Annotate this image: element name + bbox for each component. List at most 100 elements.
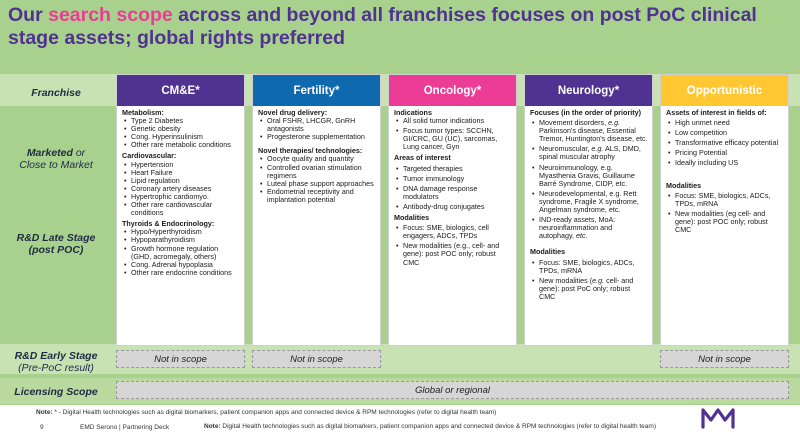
list-item: Low competition [666,129,784,138]
list-item: Neuroimmunology, e.g. Myasthenia Gravis,… [530,162,648,188]
item-text: cell- and gene): post PoC only; robust C… [539,275,634,301]
item-emphasis: e.g. [591,144,604,154]
early-line2: (Pre-PoC result) [18,362,94,374]
section-heading: Novel therapies/ technologies: [258,146,363,156]
item-list: Focus: SME, biologics, cell engagers, AD… [394,224,512,267]
section-heading: Modalities [666,180,702,190]
list-item: Targeted therapies [394,164,512,173]
column-body-neurology: Focuses (in the order of priority) Movem… [525,106,652,303]
item-emphasis: e.g. [608,118,621,128]
item-text: Focus: SME, biologics, ADCs, TPDs, mRNA [539,257,635,275]
slide-title: Our search scope across and beyond all f… [8,4,768,50]
item-text: Neuroimmunology, e.g. Myasthenia Gravis,… [539,162,635,188]
column-header-cme: CM&E* [117,75,244,106]
section-heading: Metabolism: [122,108,164,117]
list-item: New modalities (eg cell- and gene): post… [666,209,784,234]
item-emphasis: etc. [576,231,588,241]
item-list: Movement disorders, e.g. Parkinson's dis… [530,119,648,240]
column-fertility: Fertility* Novel drug delivery: Oral FSH… [252,74,381,346]
row-label-franchise: Franchise [31,87,81,99]
column-header-oncology: Oncology* [389,75,516,106]
list-item: Controlled ovarian stimulation regimens [258,163,376,180]
list-item: Oral FSHR, LHCGR, GnRH antagonists [258,116,376,133]
item-list: Focus: SME, biologics, ADCs, TPDs, mRNA … [530,257,648,301]
footer [0,405,800,437]
note-text: Digital Health technologies such as digi… [220,423,656,430]
list-item: New modalities (e.g. cell- and gene): po… [530,275,648,301]
marketed-sub: Close to Market [19,159,93,171]
section-heading: Assets of interest in fields of: [666,108,767,117]
item-list: Hypo/Hyperthyroidism Hypoparathyroidism … [122,228,240,277]
item-list: Type 2 Diabetes Genetic obesity Cong. Hy… [122,116,240,149]
list-item: Focus: SME, biologics, ADCs, TPDs, mRNA [530,257,648,275]
not-in-scope-cme: Not in scope [116,350,245,368]
column-opportunistic: Opportunistic Assets of interest in fiel… [660,74,789,346]
list-item: Other rare endocrine conditions [122,268,240,277]
not-in-scope-fertility: Not in scope [252,350,381,368]
list-item: All solid tumor indications [394,116,512,125]
row-label-marketed: Marketed or Close to Market [0,147,112,171]
row-label-early-stage: R&D Early Stage (Pre-PoC result) [0,350,112,374]
late-line1: R&D Late Stage [16,232,96,244]
list-item: Endometrial receptivity and implantation… [258,187,376,204]
list-item: Genetic obesity [122,125,240,134]
list-item: Movement disorders, e.g. Parkinson's dis… [530,119,648,143]
item-text: New modalities ( [539,275,593,285]
section-heading: Indications [394,108,432,117]
item-text: IND-ready assets, MoA: neuroinflammation… [539,215,616,241]
list-item: Tumor immunology [394,174,512,183]
page-number: 9 [40,424,44,431]
list-item: Focus tumor types: SCCHN, GI/CRC, GU (UC… [394,127,512,151]
section-heading: Modalities [530,247,566,257]
column-body-opportunistic: Assets of interest in fields of: High un… [661,106,788,236]
list-item: Cong. Adrenal hypoplasia [122,260,240,269]
section-heading: Areas of interest [394,153,451,163]
list-item: IND-ready assets, MoA: neuroinflammation… [530,216,648,240]
title-prefix: Our [8,4,49,26]
item-list: Hypertension Heart Failure Lipid regulat… [122,160,240,218]
list-item: Heart Failure [122,168,240,177]
list-item: Transformative efficacy potential [666,139,784,148]
column-body-cme: Metabolism: Type 2 Diabetes Genetic obes… [117,106,244,279]
list-item: Hypo/Hyperthyroidism [122,228,240,237]
title-rest: across and beyond all franchises focuses… [8,4,757,49]
item-text: Movement disorders, [539,118,609,128]
list-item: Neurodevelopmental, e.g. Rett syndrome, … [530,189,648,214]
item-emphasis: e.g. [592,275,605,285]
marketed-main: Marketed [26,147,73,159]
list-item: Type 2 Diabetes [122,116,240,125]
column-header-neurology: Neurology* [525,75,652,106]
list-item: Growth hormone regulation (GHD, acromega… [122,244,240,261]
footer-note-1: Note: * - Digital Health technologies su… [36,409,496,416]
column-body-oncology: Indications All solid tumor indications … [389,106,516,269]
deck-title: EMD Serono | Partnering Deck [80,424,170,431]
section-heading: Focuses (in the order of priority) [530,108,642,117]
row-label-late-stage: R&D Late Stage (post POC) [0,232,112,256]
item-text: ALS, DMD, spinal muscular atrophy [539,144,641,162]
list-item: New modalities (e.g., cell- and gene): p… [394,242,512,266]
early-line1: R&D Early Stage [14,350,98,362]
item-list: Oocyte quality and quantity Controlled o… [258,155,376,204]
title-highlight: search scope [48,4,173,26]
list-item: Cong. Hyperinsulinism [122,133,240,142]
list-item: Pricing Potential [666,149,784,158]
list-item: Hypertension [122,160,240,169]
column-body-fertility: Novel drug delivery: Oral FSHR, LHCGR, G… [253,106,380,206]
list-item: Antibody-drug conjugates [394,202,512,211]
column-neurology: Neurology* Focuses (in the order of prio… [524,74,653,346]
row-label-licensing: Licensing Scope [14,386,98,398]
licensing-scope-box: Global or regional [116,381,789,399]
column-oncology: Oncology* Indications All solid tumor in… [388,74,517,346]
section-heading: Modalities [394,213,430,223]
note-label: Note: [204,423,221,430]
item-list: Targeted therapies Tumor immunology DNA … [394,164,512,211]
section-heading: Thyroids & Endocrinology: [122,219,215,229]
footer-note-2: Note: Digital Health technologies such a… [204,423,656,430]
item-list: Focus: SME, biologics, ADCs, TPDs, mRNA … [666,191,784,234]
column-cme: CM&E* Metabolism: Type 2 Diabetes Geneti… [116,74,245,346]
item-text: Parkinson's disease, Essential Tremor, H… [539,126,648,144]
list-item: Luteal phase support approaches [258,179,376,188]
item-text: Neuromuscular, [539,144,592,154]
item-list: All solid tumor indications Focus tumor … [394,116,512,151]
list-item: DNA damage response modulators [394,184,512,201]
